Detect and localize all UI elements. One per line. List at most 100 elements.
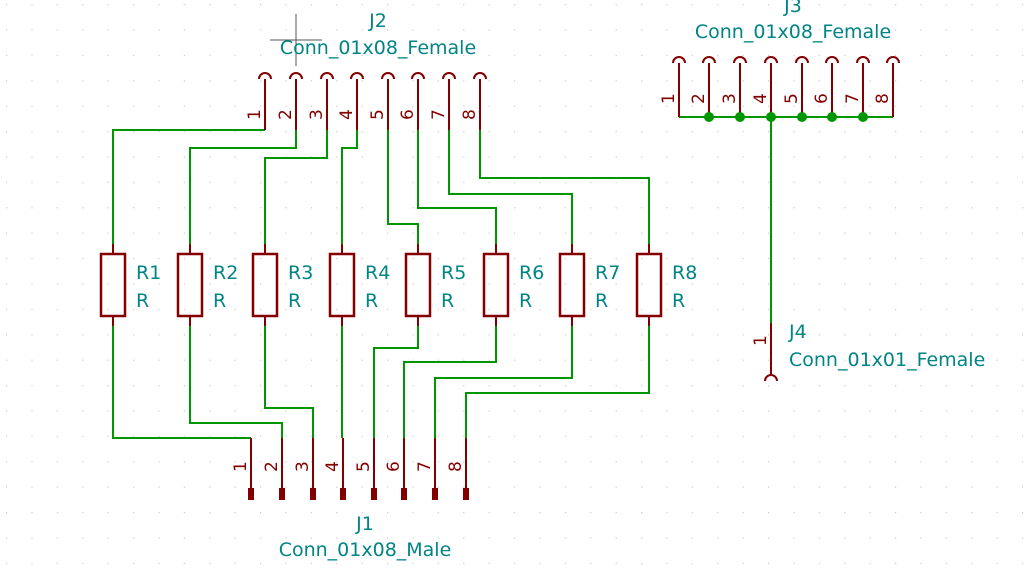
j2-socket-icon [381, 72, 395, 80]
j1-pin-number: 6 [384, 461, 404, 472]
j2-pin-number: 3 [307, 109, 327, 120]
j2-pin-number: 7 [429, 109, 449, 120]
j1-pin-end [279, 488, 285, 500]
resistor-value: R [519, 290, 532, 312]
resistor-ref: R6 [519, 262, 544, 284]
resistor-ref: R2 [213, 262, 238, 284]
j1-pin-end [432, 488, 438, 500]
resistor-ref: R1 [136, 262, 161, 284]
resistor-ref: R7 [595, 262, 620, 284]
j1-pin-end [401, 488, 407, 500]
resistor-value: R [288, 290, 301, 312]
junction-dot [827, 112, 837, 122]
j3-pin-number: 5 [782, 93, 802, 104]
wire [341, 130, 358, 244]
j1-pin-number: 4 [323, 461, 343, 472]
resistor-value: R [672, 290, 685, 312]
resistor-value: R [213, 290, 226, 312]
j3-socket-icon [886, 56, 900, 64]
j3-ref: J3 [783, 0, 802, 17]
j1-pin-end [248, 488, 254, 500]
j2-pin-number: 5 [368, 109, 388, 120]
j1-pin-end [340, 488, 346, 500]
wires [112, 116, 893, 439]
resistor-ref: R3 [288, 262, 313, 284]
j4-socket-icon [764, 374, 778, 382]
j3-socket-icon [764, 56, 778, 64]
j3-pin-number: 1 [659, 93, 679, 104]
j3-socket-icon [856, 56, 870, 64]
wire [264, 130, 328, 244]
j1-pin-number: 2 [262, 461, 282, 472]
j1-pin-end [371, 488, 377, 500]
wire [373, 326, 419, 438]
junction-dot [735, 112, 745, 122]
j1-pin-number: 8 [446, 461, 466, 472]
j1-value: Conn_01x08_Male [279, 539, 452, 561]
j1-pin-number: 5 [354, 461, 374, 472]
wire [479, 130, 650, 244]
j3-pin-number: 3 [720, 93, 740, 104]
j3-pin-number: 8 [873, 93, 893, 104]
j1-pin-number: 3 [293, 461, 313, 472]
j2-ref: J2 [368, 10, 387, 32]
j3-socket-icon [702, 56, 716, 64]
wire [264, 326, 314, 438]
j2-socket-icon [258, 72, 272, 80]
j2-socket-icon [411, 72, 425, 80]
j2-pin-number: 8 [460, 109, 480, 120]
j1-ref: J1 [355, 513, 374, 535]
wire [465, 326, 650, 438]
j2-socket-icon [320, 72, 334, 80]
j2-value: Conn_01x08_Female [280, 37, 476, 59]
wire [403, 326, 497, 438]
crosshair-cursor-icon [270, 14, 322, 66]
wire [189, 130, 297, 244]
j3-socket-icon [825, 56, 839, 64]
j4-ref: J4 [788, 321, 807, 343]
wire [112, 129, 265, 244]
j2-pin-number: 2 [276, 109, 296, 120]
wire [189, 326, 283, 438]
j3-value: Conn_01x08_Female [695, 21, 891, 43]
junction-dot [766, 112, 776, 122]
j1-pin-number: 7 [415, 461, 435, 472]
j2-socket-icon [350, 72, 364, 80]
junction-dot [797, 112, 807, 122]
j1-pin-number: 1 [231, 461, 251, 472]
wire [112, 326, 251, 439]
j3-pin-number: 2 [689, 93, 709, 104]
wire [387, 130, 419, 244]
j2-pin-number: 1 [245, 109, 265, 120]
j2-socket-icon [289, 72, 303, 80]
resistor-value: R [365, 290, 378, 312]
j3-pin-number: 6 [812, 93, 832, 104]
j3-socket-icon [672, 56, 686, 64]
j2-socket-icon [473, 72, 487, 80]
j1-pin-end [463, 488, 469, 500]
wire [448, 130, 573, 244]
wire [434, 326, 573, 438]
j4-pin-number: 1 [751, 335, 771, 346]
j2-socket-icon [442, 72, 456, 80]
j3-pin-number: 4 [751, 93, 771, 104]
j3-socket-icon [795, 56, 809, 64]
j2-pin-number: 4 [337, 109, 357, 120]
j2-pin-number: 6 [398, 109, 418, 120]
resistor-value: R [595, 290, 608, 312]
junction-dot [858, 112, 868, 122]
j1-pin-end [310, 488, 316, 500]
resistor-ref: R4 [365, 262, 390, 284]
j3-socket-icon [733, 56, 747, 64]
junction-dot [704, 112, 714, 122]
resistor-value: R [136, 290, 149, 312]
resistor-value: R [441, 290, 454, 312]
j3-pin-number: 7 [843, 93, 863, 104]
resistor-ref: R5 [441, 262, 466, 284]
resistor-ref: R8 [672, 262, 697, 284]
j4-value: Conn_01x01_Female [789, 349, 985, 371]
wire [417, 130, 497, 244]
